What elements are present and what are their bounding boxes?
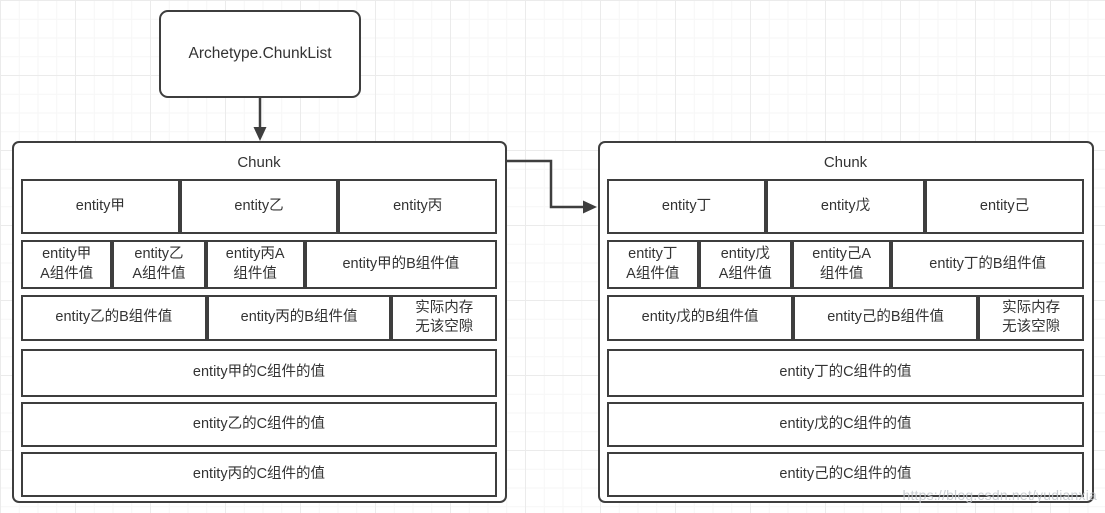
component-a-cell: entity丁 A组件值 xyxy=(607,240,699,289)
component-c-row: entity丁的C组件的值 xyxy=(607,349,1084,397)
component-c-cell: entity乙的C组件的值 xyxy=(21,402,497,447)
arrow-chunk1-to-chunk2 xyxy=(507,159,585,209)
chunk-title: Chunk xyxy=(823,153,868,171)
chunk-node-right: Chunk entity丁 entity戊 entity己 entity丁 A组… xyxy=(598,141,1094,503)
arrowhead-down-icon xyxy=(253,127,267,141)
component-c-row: entity己的C组件的值 xyxy=(607,452,1084,497)
component-c-row: entity戊的C组件的值 xyxy=(607,402,1084,447)
component-c-cell: entity己的C组件的值 xyxy=(607,452,1084,497)
entity-cell: entity丁 xyxy=(607,179,766,234)
entity-cell: entity己 xyxy=(925,179,1084,234)
component-c-cell: entity丙的C组件的值 xyxy=(21,452,497,497)
component-a-cell: entity乙 A组件值 xyxy=(112,240,206,289)
entity-row: entity甲 entity乙 entity丙 xyxy=(21,179,498,234)
component-c-row: entity乙的C组件的值 xyxy=(21,402,497,447)
component-a-cell: entity戊 A组件值 xyxy=(698,240,793,289)
entity-cell: entity乙 xyxy=(179,179,339,234)
component-a-cell: entity甲 A组件值 xyxy=(21,240,113,289)
entity-cell: entity丙 xyxy=(338,179,498,234)
component-b-cell: entity乙的B组件值 xyxy=(21,295,207,341)
component-c-cell: entity丁的C组件的值 xyxy=(607,349,1084,397)
component-b-row: entity乙的B组件值 entity丙的B组件值 实际内存 无该空隙 xyxy=(21,295,497,341)
memory-gap-note-cell: 实际内存 无该空隙 xyxy=(391,295,497,341)
component-b-row: entity戊的B组件值 entity己的B组件值 实际内存 无该空隙 xyxy=(607,295,1084,341)
component-c-cell: entity甲的C组件的值 xyxy=(21,349,497,397)
archetype-chunklist-node: Archetype.ChunkList xyxy=(159,10,361,98)
component-b-cell: entity丙的B组件值 xyxy=(206,295,392,341)
component-a-row: entity甲 A组件值 entity乙 A组件值 entity丙A 组件值 e… xyxy=(21,240,497,289)
memory-gap-note-cell: 实际内存 无该空隙 xyxy=(978,295,1084,341)
component-b-cell: entity戊的B组件值 xyxy=(607,295,794,341)
component-c-cell: entity戊的C组件的值 xyxy=(607,402,1084,447)
archetype-chunklist-label: Archetype.ChunkList xyxy=(188,45,332,62)
entity-row: entity丁 entity戊 entity己 xyxy=(607,179,1084,234)
watermark: https://blog.csdn.net/yudianxia xyxy=(902,487,1097,503)
entity-cell: entity甲 xyxy=(21,179,180,234)
component-c-row: entity丙的C组件的值 xyxy=(21,452,497,497)
component-a-row: entity丁 A组件值 entity戊 A组件值 entity己A 组件值 e… xyxy=(607,240,1084,289)
chunk-node-left: Chunk entity甲 entity乙 entity丙 entity甲 A组… xyxy=(12,141,507,503)
component-c-row: entity甲的C组件的值 xyxy=(21,349,497,397)
chunk-title: Chunk xyxy=(237,153,281,171)
entity-cell: entity戊 xyxy=(766,179,925,234)
component-b-cell: entity甲的B组件值 xyxy=(304,240,497,289)
component-a-cell: entity丙A 组件值 xyxy=(205,240,305,289)
arrowhead-right-icon xyxy=(583,200,597,214)
component-b-cell: entity己的B组件值 xyxy=(793,295,979,341)
component-a-cell: entity己A 组件值 xyxy=(792,240,892,289)
component-b-cell: entity丁的B组件值 xyxy=(891,240,1084,289)
